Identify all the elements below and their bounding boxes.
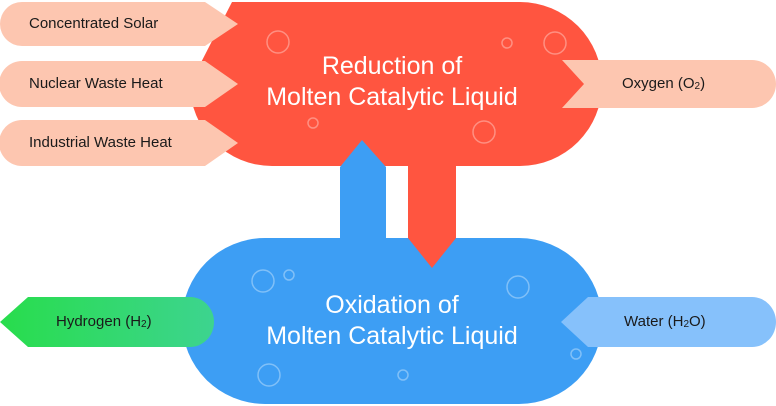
input-arrow-industrial-waste-heat (0, 120, 238, 166)
hydrogen-label-subscript: 2 (141, 319, 147, 330)
water-label-end: O) (689, 313, 706, 330)
input-arrow-concentrated-solar (0, 2, 238, 46)
input-label-concentrated-solar: Concentrated Solar (29, 15, 159, 32)
oxidation-title: Oxidation of Molten Catalytic Liquid (232, 290, 552, 352)
water-label: Water (H2O) (624, 313, 706, 331)
oxidation-block (182, 238, 602, 404)
oxygen-label-subscript: 2 (694, 81, 701, 92)
reduction-block (190, 2, 602, 166)
oxidation-title-line2: Molten Catalytic Liquid (266, 322, 518, 350)
hydrogen-label-end: ) (146, 313, 152, 330)
hydrogen-label-text: Hydrogen (H (56, 313, 142, 330)
reduction-title-line1: Reduction of (321, 52, 463, 80)
water-label-subscript: 2 (683, 319, 690, 330)
input-arrow-nuclear-waste-heat (0, 61, 238, 107)
up-arrow (340, 140, 386, 240)
down-arrow (408, 165, 456, 268)
water-label-text: Water (H (624, 313, 684, 330)
oxygen-label: Oxygen (O2) (622, 75, 705, 93)
hydrogen-label: Hydrogen (H2) (56, 313, 152, 331)
reduction-title-line2: Molten Catalytic Liquid (266, 83, 518, 111)
reduction-title: Reduction of Molten Catalytic Liquid (232, 51, 552, 113)
oxygen-label-text: Oxygen (O (622, 75, 695, 92)
water-arrow (561, 297, 776, 347)
hydrogen-arrow (0, 297, 214, 347)
oxidation-title-line1: Oxidation of (325, 291, 459, 319)
oxygen-label-end: ) (700, 75, 706, 92)
input-label-nuclear-waste-heat: Nuclear Waste Heat (29, 75, 163, 92)
reduction-bubbles (266, 30, 567, 144)
oxygen-arrow (562, 60, 776, 108)
input-label-industrial-waste-heat: Industrial Waste Heat (29, 134, 172, 151)
oxidation-bubbles (251, 269, 582, 387)
